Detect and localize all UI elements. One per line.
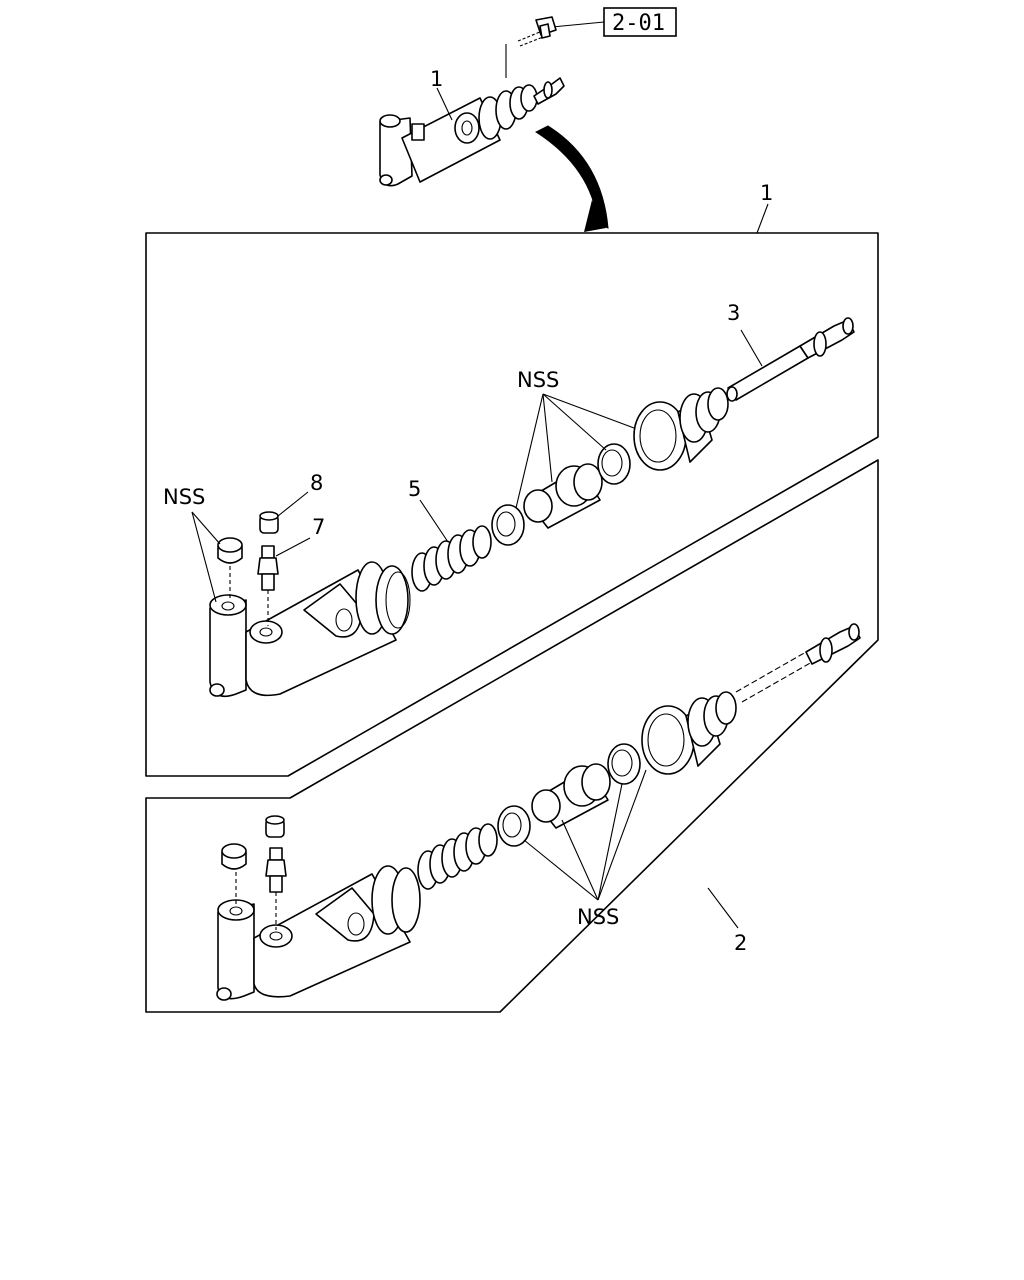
dust-cap-2 [221, 843, 247, 904]
reference-box-label: 2-01 [612, 11, 665, 36]
spring-2 [417, 823, 498, 890]
nss-leader-upper-d [542, 393, 635, 429]
callout-leader-bleeder-screw [275, 537, 311, 557]
nss-leader-lower-a [523, 839, 599, 901]
callout-spring: 5 [408, 477, 421, 501]
cylinder-housing-1 [209, 561, 411, 698]
nss-leader-dust-cap-a [191, 511, 221, 545]
callout-leader-top [436, 87, 453, 121]
retaining-ring [597, 443, 631, 485]
callout-leader-assembly-1 [756, 203, 769, 234]
nss-leader-lower-c [597, 783, 623, 901]
nss-leader-upper-b [542, 393, 553, 483]
assembly-1-panel [145, 232, 879, 777]
dust-boot [633, 387, 729, 471]
bleeder-cap-2 [265, 815, 285, 838]
nss-leader-lower-d [597, 769, 647, 901]
callout-top-assembly: 1 [430, 67, 443, 91]
nss-leader-upper-a [515, 393, 544, 509]
reference-leader [551, 21, 605, 28]
piston [523, 463, 603, 529]
push-rod [726, 317, 855, 402]
dust-cap [217, 537, 243, 598]
callout-leader-push-rod [740, 329, 763, 367]
callout-nss-dust-cap: NSS [163, 485, 205, 509]
nss-leader-upper-c [542, 393, 607, 451]
piston-cup-seal [491, 504, 525, 546]
retaining-ring-2 [607, 743, 641, 785]
assembled-slave-cylinder-thumbnail [379, 77, 565, 187]
mounting-bolt [505, 16, 557, 78]
cylinder-housing-2 [216, 865, 421, 1001]
callout-leader-assembly-2 [707, 887, 739, 929]
bleeder-cap [259, 511, 279, 534]
exploded-view-arrowhead [584, 200, 606, 232]
callout-bleeder-screw: 7 [312, 515, 325, 539]
dust-boot-2 [641, 691, 737, 775]
piston-2 [531, 763, 611, 829]
callout-push-rod: 3 [727, 301, 740, 325]
push-rod-2 [735, 623, 861, 703]
callout-nss-lower-seals: NSS [577, 905, 619, 929]
bleeder-screw [257, 545, 279, 626]
nss-leader-lower-b [561, 819, 599, 901]
callout-leader-bleeder-cap [277, 491, 309, 517]
piston-cup-seal-2 [497, 805, 531, 847]
callout-nss-upper-seals: NSS [517, 368, 559, 392]
callout-assembly-2: 2 [734, 931, 747, 955]
bleeder-screw-2 [265, 847, 287, 930]
callout-leader-spring [419, 499, 449, 543]
reference-box[interactable]: 2-01 [603, 7, 677, 37]
nss-leader-dust-cap-b [191, 511, 217, 603]
callout-bleeder-cap: 8 [310, 471, 323, 495]
assembly-2-panel [145, 459, 879, 1013]
spring [411, 525, 492, 592]
callout-assembly-1: 1 [760, 181, 773, 205]
